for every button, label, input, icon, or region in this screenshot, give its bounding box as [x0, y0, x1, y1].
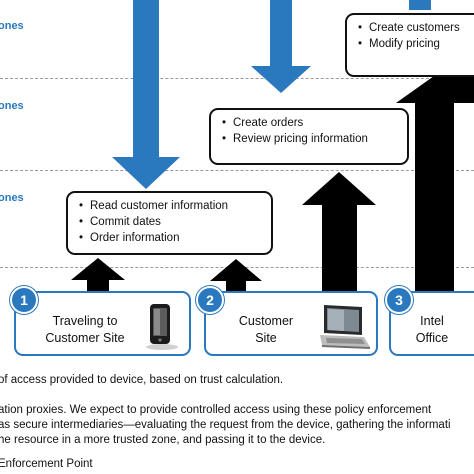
site-number-badge: 1: [10, 286, 38, 314]
laptop-icon: [320, 305, 370, 349]
callout-bottom-item: Commit dates: [79, 214, 261, 230]
callout-middle-item: Create orders: [222, 115, 397, 131]
caption-line: he resource in a more trusted zone, and …: [0, 434, 326, 446]
callout-bottom-item: Order information: [79, 230, 261, 246]
black-up-arrow-tall: [396, 76, 474, 300]
black-up-arrow-short-2: [210, 259, 262, 300]
black-up-arrow-medium: [302, 172, 376, 300]
callout-top: Create customers Modify pricing: [345, 13, 474, 77]
caption-line: Enforcement Point: [0, 458, 93, 470]
site-label: Customer Site: [238, 314, 294, 345]
zone-label-bottom: ones: [0, 192, 24, 204]
blue-down-arrow-2: [251, 0, 311, 93]
site-label: Intel Office: [415, 314, 449, 345]
site-number-badge: 2: [196, 286, 224, 314]
blue-down-arrow-3: [409, 0, 431, 10]
caption-line: as secure intermediaries—evaluating the …: [0, 419, 451, 431]
callout-bottom: Read customer information Commit dates O…: [66, 191, 273, 255]
zone-divider-top: [0, 78, 474, 79]
callout-top-item: Modify pricing: [358, 36, 465, 52]
site-box-traveling: Traveling to Customer Site: [14, 291, 191, 356]
smartphone-icon: [146, 304, 178, 350]
callout-top-item: Create customers: [358, 20, 465, 36]
caption-line: of access provided to device, based on t…: [0, 374, 284, 386]
callout-middle-item: Review pricing information: [222, 131, 397, 147]
site-label: Traveling to Customer Site: [45, 314, 125, 345]
site-box-customer: Customer Site: [204, 291, 378, 356]
site-number-badge: 3: [385, 286, 413, 314]
callout-middle: Create orders Review pricing information: [209, 108, 409, 165]
blue-down-arrow-1: [112, 0, 180, 189]
zone-label-top: ones: [0, 20, 24, 32]
zone-divider-middle: [0, 170, 474, 171]
zone-label-middle: ones: [0, 100, 24, 112]
black-up-arrow-short-1: [71, 258, 125, 300]
caption-line: ation proxies. We expect to provide cont…: [0, 404, 432, 416]
callout-bottom-item: Read customer information: [79, 198, 261, 214]
